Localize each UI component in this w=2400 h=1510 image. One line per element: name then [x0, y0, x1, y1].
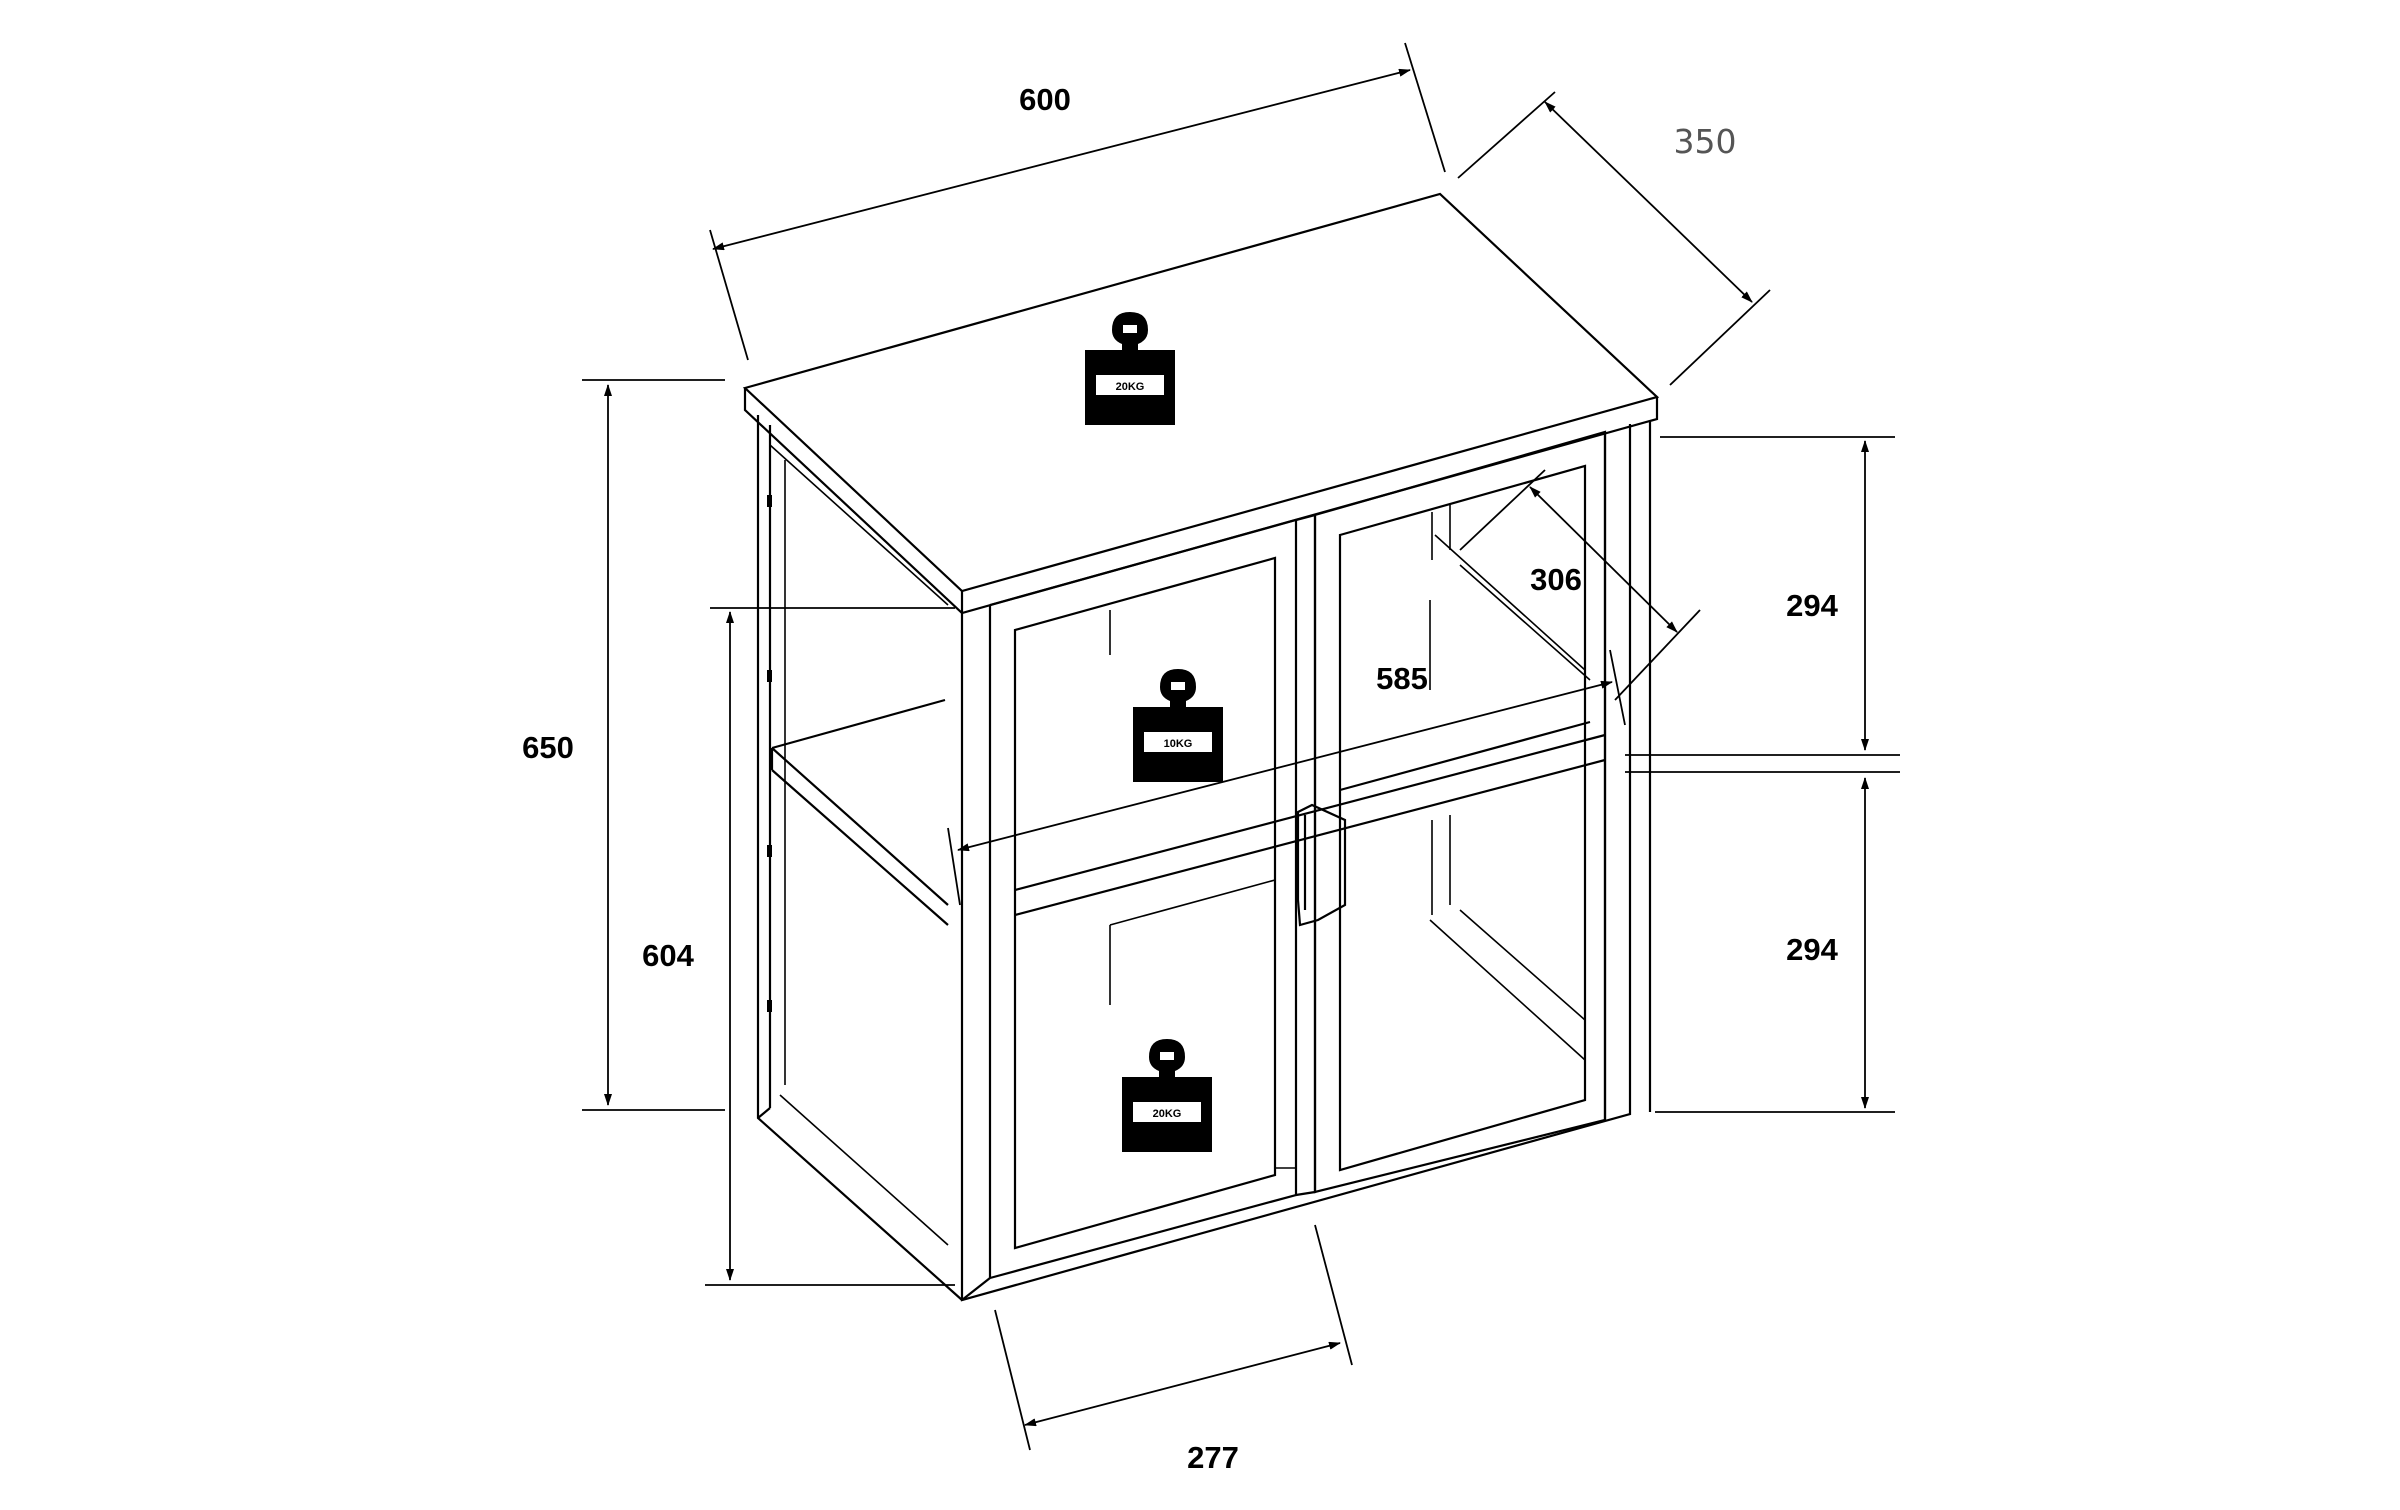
label-upper-height: 294	[1786, 588, 1838, 623]
weight-icon-bottom: 20KG	[1122, 1039, 1212, 1152]
center-stile	[1295, 513, 1317, 1197]
dim-line-600	[712, 68, 1411, 251]
label-door-height: 604	[642, 938, 694, 973]
label-door-width: 277	[1187, 1440, 1239, 1475]
ext-line-306-top	[1459, 469, 1546, 551]
front-frame-outer	[960, 424, 1632, 1302]
dim-line-585	[957, 680, 1613, 852]
label-height: 650	[522, 730, 574, 765]
dimension-lines	[582, 42, 1900, 1451]
door-handle	[1296, 803, 1347, 927]
ext-line-350-bottom	[1669, 289, 1771, 386]
ext-line-600-left	[709, 229, 749, 361]
label-width: 600	[1019, 82, 1071, 117]
interior-shelf	[1014, 720, 1606, 917]
ext-line-585-right	[1609, 649, 1626, 726]
label-shelf-depth: 306	[1530, 562, 1582, 597]
right-door	[1313, 430, 1607, 1194]
label-depth: 350	[1674, 122, 1737, 161]
weight-label-top: 20KG	[1116, 381, 1145, 393]
left-door	[989, 518, 1298, 1280]
ext-line-306-bottom	[1614, 609, 1701, 701]
dim-line-277	[1024, 1341, 1341, 1427]
weight-label-shelf: 10KG	[1164, 738, 1193, 750]
label-lower-height: 294	[1786, 932, 1838, 967]
weight-icon-shelf: 10KG	[1133, 669, 1223, 782]
ext-line-350-top	[1457, 91, 1556, 179]
label-inner-width: 585	[1376, 661, 1428, 696]
top-panel-surface	[742, 192, 1660, 593]
hinge-marks	[767, 495, 772, 1012]
left-side-frame	[756, 415, 963, 1301]
front-frame-right-post	[1603, 420, 1652, 1120]
weight-icon-top: 20KG	[1085, 312, 1175, 425]
left-shelf-edge	[770, 698, 949, 926]
dimension-labels: 600 350 650 604 306 585 294 294 277	[522, 82, 1838, 1475]
ext-line-585-left	[947, 827, 961, 906]
ext-line-600-right	[1404, 42, 1446, 173]
weight-label-bottom: 20KG	[1153, 1108, 1182, 1120]
dim-line-306	[1529, 486, 1678, 633]
dim-line-350	[1544, 101, 1753, 303]
ext-line-277-left	[994, 1309, 1031, 1451]
ext-line-277-right	[1314, 1224, 1353, 1366]
